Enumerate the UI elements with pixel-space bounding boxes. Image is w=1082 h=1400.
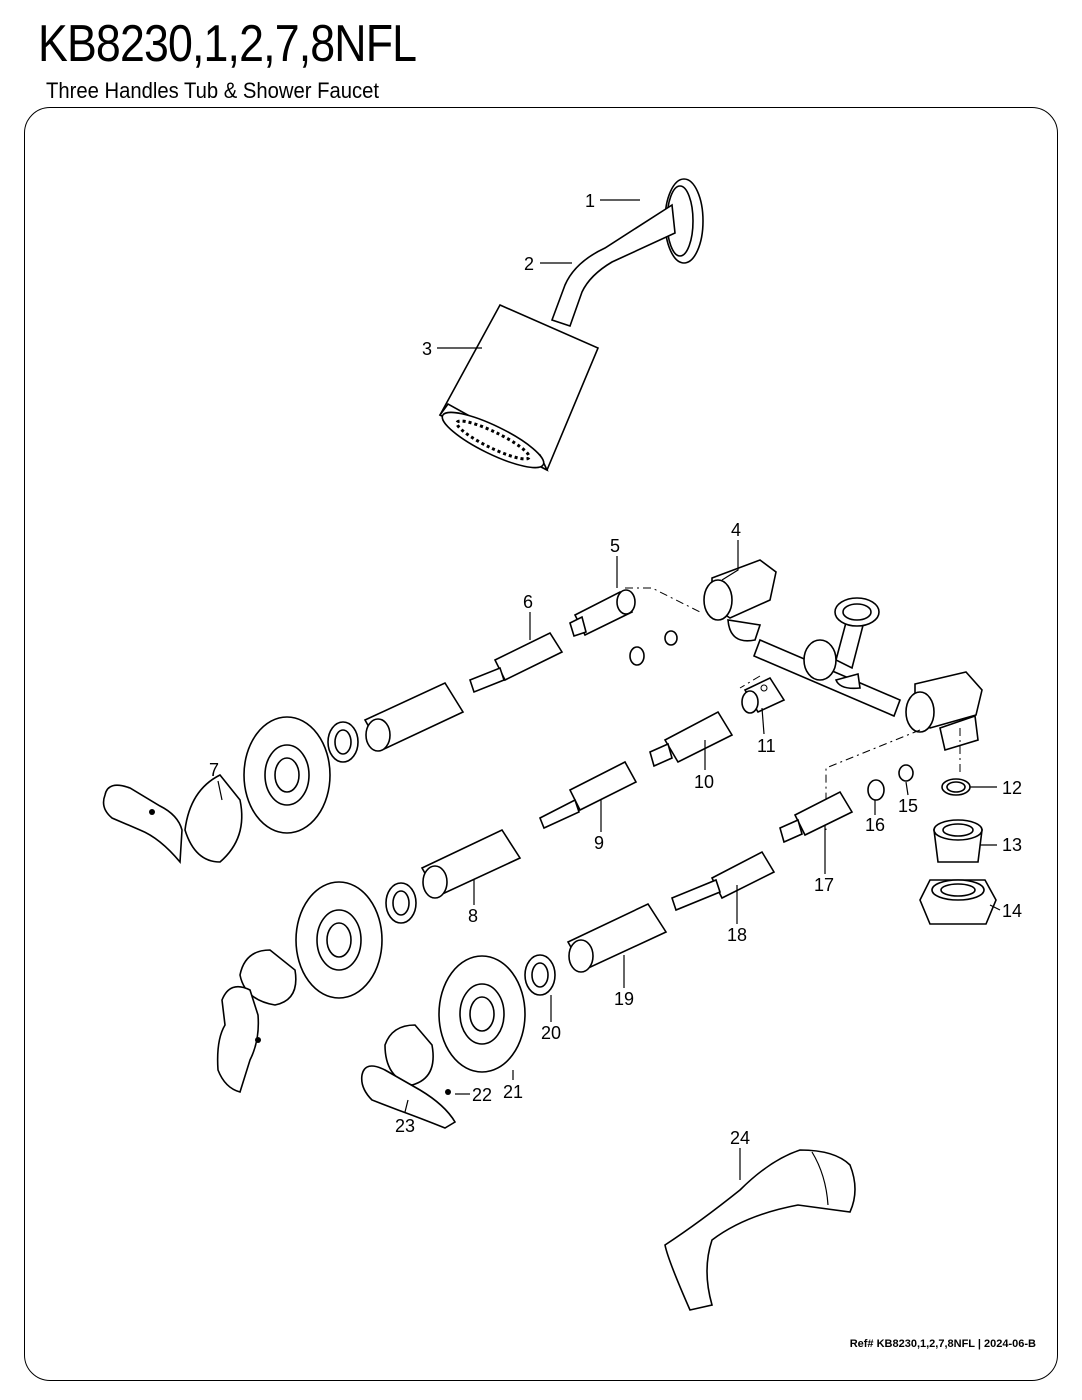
callout-1: 1 bbox=[585, 191, 595, 211]
callout-19: 19 bbox=[614, 989, 634, 1009]
callout-9: 9 bbox=[594, 833, 604, 853]
escutcheon-diverter bbox=[295, 881, 383, 999]
callout-7: 7 bbox=[209, 760, 219, 780]
diverter-11 bbox=[741, 676, 786, 714]
handle-hot bbox=[102, 773, 243, 865]
callout-13: 13 bbox=[1002, 835, 1022, 855]
tub-spout bbox=[664, 1149, 856, 1311]
nut-diverter bbox=[385, 882, 417, 924]
callout-21: 21 bbox=[503, 1082, 523, 1102]
sleeve-cold bbox=[566, 902, 668, 973]
callout-10: 10 bbox=[694, 772, 714, 792]
nut-cold bbox=[524, 954, 556, 996]
sleeve-diverter bbox=[420, 828, 522, 899]
callout-11: 11 bbox=[757, 736, 776, 756]
adapter-13 bbox=[933, 819, 983, 863]
callout-17: 17 bbox=[814, 875, 834, 895]
callout-15: 15 bbox=[898, 796, 918, 816]
sleeve-hot bbox=[363, 681, 465, 752]
cartridge-17 bbox=[779, 790, 854, 844]
escutcheon-cold bbox=[438, 955, 526, 1073]
callout-12: 12 bbox=[1002, 778, 1022, 798]
shower-arm bbox=[550, 203, 676, 328]
callout-16: 16 bbox=[865, 815, 885, 835]
shower-flange bbox=[664, 178, 704, 264]
cartridge-5 bbox=[569, 589, 636, 638]
callout-24: 24 bbox=[730, 1128, 750, 1148]
seat-15-16 bbox=[867, 764, 914, 801]
callout-23: 23 bbox=[395, 1116, 415, 1136]
model-number-title: KB8230,1,2,7,8NFL bbox=[38, 15, 417, 73]
diagram-frame bbox=[24, 107, 1058, 1381]
callout-20: 20 bbox=[541, 1023, 561, 1043]
washer-12 bbox=[941, 778, 971, 796]
callout-22: 22 bbox=[472, 1085, 492, 1105]
callout-3: 3 bbox=[422, 339, 432, 359]
stem-extension-6 bbox=[469, 631, 564, 694]
product-subtitle: Three Handles Tub & Shower Faucet bbox=[46, 78, 380, 103]
small-seat-parts bbox=[629, 630, 678, 666]
valve-body bbox=[703, 559, 983, 752]
callout-4: 4 bbox=[731, 520, 741, 540]
shower-head bbox=[438, 303, 600, 472]
cartridge-10 bbox=[649, 710, 734, 768]
nut-14 bbox=[919, 879, 997, 925]
callout-5: 5 bbox=[610, 536, 620, 556]
callout-18: 18 bbox=[727, 925, 747, 945]
callout-14: 14 bbox=[1002, 901, 1022, 921]
escutcheon-hot bbox=[243, 716, 331, 834]
stem-extension-9 bbox=[538, 760, 638, 830]
reference-footer: Ref# KB8230,1,2,7,8NFL | 2024-06-B bbox=[849, 1338, 1036, 1350]
callout-6: 6 bbox=[523, 592, 533, 612]
handle-cold bbox=[360, 1024, 457, 1129]
nut-hot bbox=[327, 721, 359, 763]
stem-extension-18 bbox=[671, 850, 776, 912]
handle-diverter bbox=[216, 949, 297, 1093]
callout-8: 8 bbox=[468, 906, 478, 926]
callout-2: 2 bbox=[524, 254, 534, 274]
